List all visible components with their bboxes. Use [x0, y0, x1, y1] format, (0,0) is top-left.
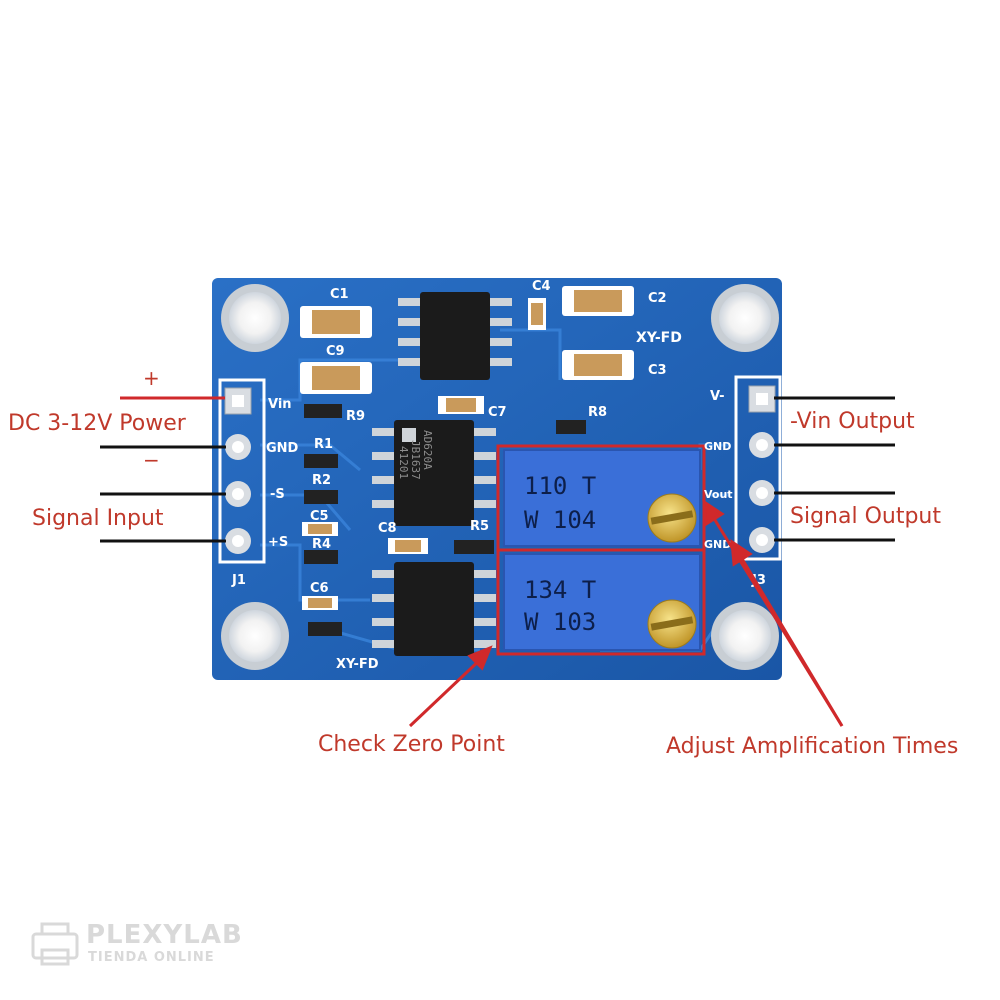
arrow-adjust-bottom — [736, 551, 844, 727]
check-zero-label: Check Zero Point — [318, 732, 505, 757]
silk-c3: C3 — [648, 363, 667, 378]
silk-c1: C1 — [330, 287, 349, 302]
minus-sign-label: − — [143, 448, 160, 472]
j1-header-outline — [218, 378, 266, 564]
ic-top — [398, 292, 512, 380]
silk-brand-bottom: XY-FD — [336, 657, 379, 672]
chip-mark-3: 41201 — [397, 446, 410, 479]
silk-pin-minus-s: -S — [270, 487, 285, 502]
silkscreen-text: C1 C2 C3 C4 C5 C6 C7 C8 C9 R1 R2 R4 R5 R… — [231, 279, 766, 672]
silk-r2: R2 — [312, 473, 331, 488]
silk-c6: C6 — [310, 581, 329, 596]
pot-markings: 110 T W 104 134 T W 103 — [524, 472, 596, 636]
watermark: PLEXYLAB TIENDA ONLINE — [30, 920, 250, 972]
silk-pin-gnd-bottom: GND — [704, 538, 731, 551]
dc-power-label: DC 3-12V Power — [8, 411, 186, 436]
pot-top-line1: 110 T — [524, 472, 596, 500]
silk-pin-v-minus: V- — [710, 389, 725, 404]
pcb-board: C1 C2 C3 C4 C5 C6 C7 C8 C9 R1 R2 R4 R5 R… — [212, 278, 782, 680]
wires — [100, 396, 895, 543]
printer-icon — [31, 922, 79, 966]
silk-pin-vout: Vout — [704, 488, 733, 501]
silk-c2: C2 — [648, 291, 667, 306]
silk-pin-vin: Vin — [268, 397, 292, 412]
j3-header-outline — [734, 375, 782, 561]
trimpot-top — [503, 449, 701, 547]
pot-bottom-line1: 134 T — [524, 576, 596, 604]
silk-c9: C9 — [326, 344, 345, 359]
silk-pin-gnd-left: GND — [266, 441, 299, 456]
silk-c4: C4 — [532, 279, 551, 294]
silk-r1: R1 — [314, 437, 333, 452]
chip-mark-2: JB1637 — [409, 440, 422, 480]
silk-c5: C5 — [310, 509, 329, 524]
chip-mark-1: AD620A — [421, 430, 434, 470]
silk-r8: R8 — [588, 405, 607, 420]
adjust-amp-label: Adjust Amplification Times — [666, 734, 959, 759]
smd-capacitors — [300, 286, 634, 610]
silk-c8: C8 — [378, 521, 397, 536]
watermark-title: PLEXYLAB — [86, 920, 243, 950]
highlight-box-bottom — [496, 548, 706, 656]
vin-output-label: -Vin Output — [790, 409, 915, 434]
ic-bottom — [372, 562, 496, 656]
annotation-arrows — [408, 499, 844, 728]
silk-pin-plus-s: +S — [268, 535, 288, 550]
silk-pin-gnd-right: GND — [704, 440, 731, 453]
silk-r9: R9 — [346, 409, 365, 424]
silk-j1: J1 — [231, 573, 246, 588]
silk-r4: R4 — [312, 537, 331, 552]
signal-output-label: Signal Output — [790, 504, 941, 529]
signal-input-label: Signal Input — [32, 506, 164, 531]
plus-sign-label: + — [143, 366, 160, 390]
smd-resistors — [304, 404, 586, 636]
watermark-subtitle: TIENDA ONLINE — [88, 950, 215, 965]
pot-bottom-line2: W 103 — [524, 608, 596, 636]
pot-top-line2: W 104 — [524, 506, 596, 534]
silk-c7: C7 — [488, 405, 507, 420]
arrow-check-zero — [408, 654, 486, 728]
silk-brand-top: XY-FD — [636, 330, 682, 346]
ic-ad620 — [372, 420, 496, 526]
silk-r5: R5 — [470, 519, 489, 534]
trimpot-bottom — [503, 553, 701, 651]
chip-marking: AD620A JB1637 41201 — [397, 430, 434, 480]
